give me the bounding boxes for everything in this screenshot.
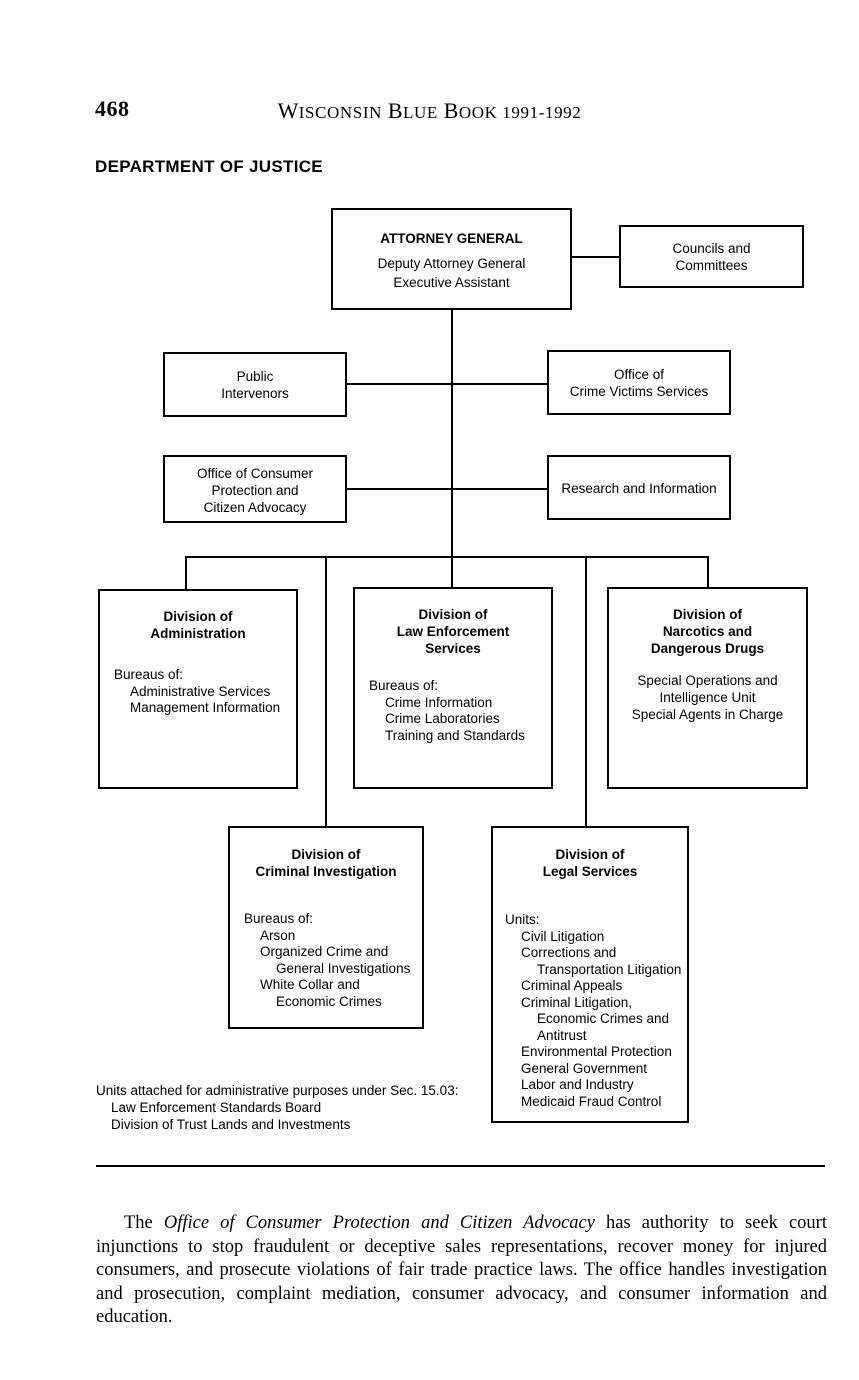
- connector-drop-narcotics: [707, 556, 709, 587]
- legal-services-list-item: Medicaid Fraud Control: [521, 1093, 662, 1109]
- attorney-general-line-2: Executive Assistant: [393, 275, 510, 290]
- crime-victims-line-2: Crime Victims Services: [569, 384, 709, 399]
- narcotics-title-2: Narcotics and: [662, 624, 753, 639]
- attorney-general-line-1: Deputy Attorney General: [377, 256, 526, 271]
- law-enforcement-title-3: Services: [425, 641, 481, 656]
- body-text-lead: The: [124, 1213, 164, 1233]
- connector-drop-law-enforcement: [451, 556, 453, 587]
- criminal-investigation-list-heading: Bureaus of:: [244, 911, 314, 926]
- legal-services-list-item: Civil Litigation: [521, 928, 605, 944]
- narcotics-title-1: Division of: [672, 607, 742, 622]
- node-division-of-narcotics-and-dangerous-drugs[interactable]: Division of Narcotics and Dangerous Drug…: [607, 587, 808, 789]
- node-research-and-information[interactable]: Research and Information: [547, 455, 731, 520]
- criminal-investigation-title-2: Criminal Investigation: [255, 864, 397, 879]
- node-public-intervenors[interactable]: Public Intervenors: [163, 352, 347, 417]
- administration-list-item: Management Information: [130, 700, 281, 715]
- legal-services-list-item: Corrections and: [521, 945, 617, 960]
- consumer-protection-line-2: Protection and: [211, 483, 299, 498]
- org-chart: ATTORNEY GENERAL Deputy Attorney General…: [98, 208, 808, 1123]
- criminal-investigation-title-1: Division of: [291, 847, 361, 862]
- legal-services-list-item: Antitrust: [537, 1027, 587, 1043]
- node-division-of-law-enforcement-services[interactable]: Division of Law Enforcement Services Bur…: [353, 587, 553, 789]
- criminal-investigation-list-item: White Collar and: [260, 977, 360, 992]
- legal-services-list-item: Labor and Industry: [521, 1077, 634, 1092]
- legal-services-list-item: Criminal Appeals: [521, 978, 623, 993]
- node-attorney-general[interactable]: ATTORNEY GENERAL Deputy Attorney General…: [331, 208, 572, 310]
- connector-ag-to-councils: [571, 256, 621, 258]
- legal-services-title-1: Division of: [555, 847, 625, 862]
- page-title: DEPARTMENT OF JUSTICE: [95, 157, 323, 176]
- footnote-item: Law Enforcement Standards Board: [111, 1100, 322, 1115]
- footnote-item: Division of Trust Lands and Investments: [111, 1117, 351, 1132]
- node-councils-and-committees[interactable]: Councils and Committees: [619, 225, 804, 288]
- legal-services-list-heading: Units:: [505, 912, 540, 927]
- research-information-line-1: Research and Information: [561, 481, 717, 496]
- law-enforcement-list-heading: Bureaus of:: [369, 678, 439, 693]
- node-consumer-protection[interactable]: Office of Consumer Protection and Citize…: [163, 455, 347, 523]
- narcotics-line-3: Special Agents in Charge: [631, 707, 784, 722]
- law-enforcement-title-2: Law Enforcement: [396, 624, 510, 639]
- chart-footnote: Units attached for administrative purpos…: [96, 1082, 458, 1133]
- administration-list-item: Administrative Services: [130, 683, 271, 699]
- connector-main-spine: [451, 309, 453, 557]
- body-text-italic-term: Office of Consumer Protection and Citize…: [163, 1213, 595, 1233]
- administration-title-2: Administration: [150, 626, 246, 641]
- consumer-protection-line-1: Office of Consumer: [196, 466, 314, 481]
- legal-services-list-item: Transportation Litigation: [537, 961, 682, 977]
- criminal-investigation-list-item: Economic Crimes: [276, 993, 382, 1009]
- narcotics-line-2: Intelligence Unit: [659, 690, 756, 705]
- connector-drop-administration: [185, 556, 187, 589]
- legal-services-title-2: Legal Services: [542, 864, 638, 879]
- connector-drop-legal-services: [585, 556, 587, 826]
- legal-services-list-item: Environmental Protection: [521, 1044, 672, 1059]
- body-text-rest: has authority to seek court injunctions …: [96, 1213, 827, 1327]
- node-division-of-administration[interactable]: Division of Administration Bureaus of: A…: [98, 589, 298, 789]
- attorney-general-title: ATTORNEY GENERAL: [380, 231, 523, 246]
- connector-tier2-row2: [346, 488, 548, 490]
- crime-victims-line-1: Office of: [613, 367, 665, 382]
- page-number: 468: [95, 96, 130, 121]
- administration-title-1: Division of: [163, 609, 233, 624]
- legal-services-list-item: Criminal Litigation,: [521, 994, 633, 1010]
- node-division-of-legal-services[interactable]: Division of Legal Services Units: Civil …: [491, 826, 689, 1123]
- criminal-investigation-list-item: General Investigations: [276, 960, 411, 976]
- criminal-investigation-list-item: Arson: [260, 927, 296, 943]
- councils-line-2: Committees: [675, 258, 748, 273]
- body-paragraph: The Office of Consumer Protection and Ci…: [96, 1212, 827, 1330]
- legal-services-list-item: Economic Crimes and: [537, 1011, 670, 1026]
- law-enforcement-list-item: Crime Information: [385, 694, 493, 710]
- narcotics-line-1: Special Operations and: [637, 673, 778, 688]
- running-head: WISCONSIN BLUE BOOK 1991-1992: [277, 98, 582, 123]
- narcotics-title-3: Dangerous Drugs: [650, 641, 765, 656]
- criminal-investigation-list-item: Organized Crime and: [260, 944, 389, 959]
- connector-drop-criminal-investigation: [325, 556, 327, 826]
- node-division-of-criminal-investigation[interactable]: Division of Criminal Investigation Burea…: [228, 826, 424, 1029]
- section-divider: [96, 1165, 825, 1167]
- node-crime-victims-services[interactable]: Office of Crime Victims Services: [547, 350, 731, 415]
- connector-division-bus: [185, 556, 709, 558]
- footnote-heading: Units attached for administrative purpos…: [96, 1083, 459, 1098]
- law-enforcement-list-item: Crime Laboratories: [385, 711, 500, 726]
- consumer-protection-line-3: Citizen Advocacy: [203, 500, 307, 515]
- councils-line-1: Councils and: [672, 241, 751, 256]
- public-intervenors-line-2: Intervenors: [221, 386, 289, 401]
- administration-list-heading: Bureaus of:: [114, 667, 184, 682]
- connector-tier2-row1: [346, 383, 548, 385]
- legal-services-list-item: General Government: [521, 1060, 648, 1076]
- law-enforcement-list-item: Training and Standards: [385, 727, 525, 743]
- law-enforcement-title-1: Division of: [418, 607, 488, 622]
- page-header: 468 WISCONSIN BLUE BOOK 1991-1992: [0, 96, 859, 130]
- public-intervenors-line-1: Public: [236, 369, 274, 384]
